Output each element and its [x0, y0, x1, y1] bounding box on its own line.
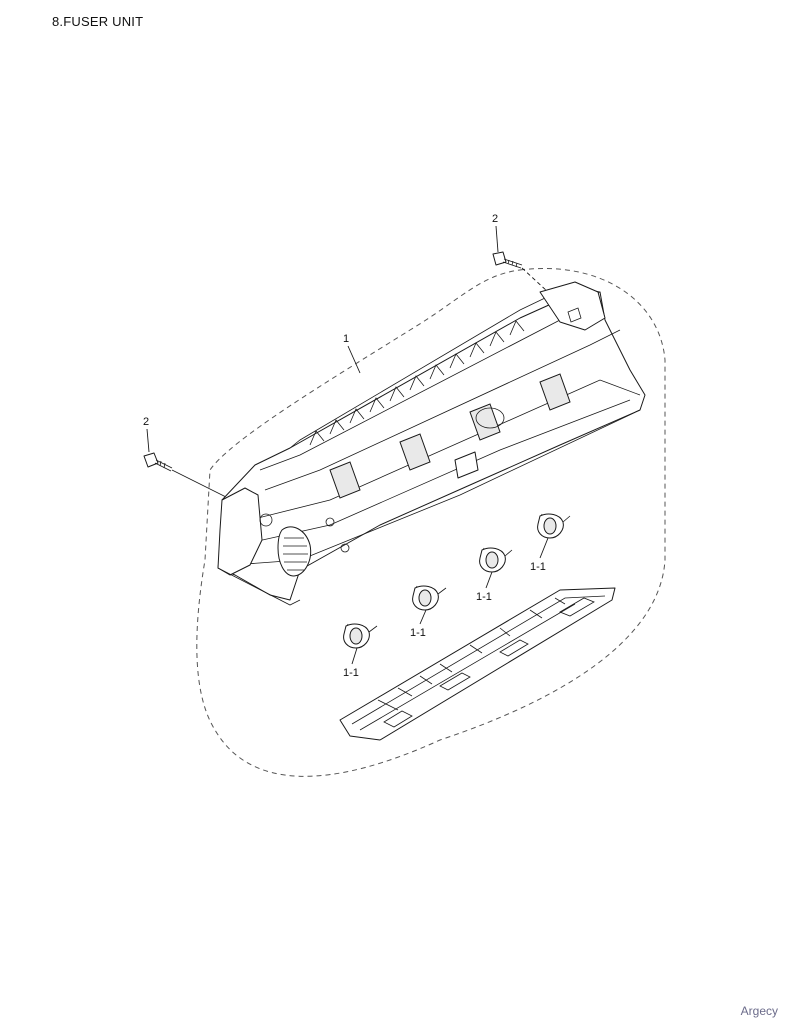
leader-screw-left-path — [171, 469, 233, 501]
callout-screw-left: 2 — [143, 416, 149, 428]
leader-screw-top — [495, 225, 499, 253]
leader-roller-b — [419, 609, 427, 625]
leader-screw-top-path — [521, 267, 549, 293]
page-title: 8.FUSER UNIT — [52, 14, 144, 29]
assembly-boundary — [196, 268, 666, 777]
callout-screw-top: 2 — [492, 213, 498, 225]
leader-fuser-unit — [347, 345, 361, 374]
callout-roller-b: 1-1 — [410, 627, 426, 639]
callout-roller-d: 1-1 — [530, 561, 546, 573]
fuser-unit — [217, 281, 646, 606]
roller-a — [343, 623, 378, 649]
leader-roller-c — [485, 571, 493, 589]
guide-plate — [339, 587, 616, 741]
callout-roller-c: 1-1 — [476, 591, 492, 603]
leader-screw-left — [146, 428, 150, 453]
roller-c — [479, 547, 513, 573]
leader-roller-a — [351, 647, 358, 665]
screw-top — [492, 251, 523, 269]
callout-fuser-unit: 1 — [343, 333, 349, 345]
leader-roller-d — [539, 537, 549, 559]
roller-d — [537, 513, 571, 539]
screw-left — [143, 452, 173, 472]
callout-roller-a: 1-1 — [343, 667, 359, 679]
watermark: Argecy — [740, 1004, 778, 1018]
roller-b — [412, 585, 447, 611]
